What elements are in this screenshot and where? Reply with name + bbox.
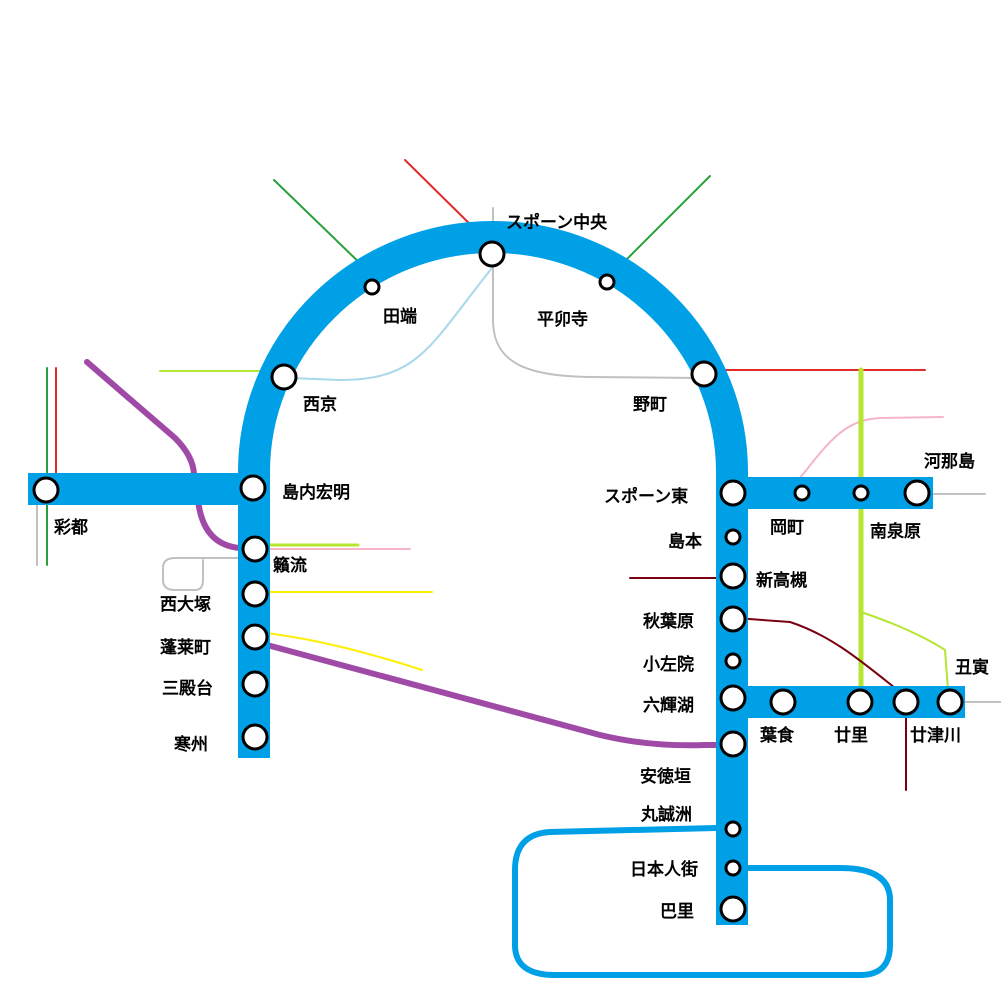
label-kanryu: 籟流: [272, 555, 307, 576]
station-heiranji[interactable]: [598, 273, 616, 291]
station-kanajima[interactable]: [903, 479, 931, 507]
label-saikyo: 西京: [303, 394, 337, 415]
station-horaicho[interactable]: [241, 623, 269, 651]
label-pari: 巴里: [660, 902, 694, 922]
purple-line-upper: [84, 359, 255, 551]
label-nihonjingai: 日本人街: [630, 859, 698, 880]
main-line-loop: [512, 825, 893, 978]
label-nomachi: 野町: [633, 395, 667, 415]
station-kozain[interactable]: [724, 652, 742, 670]
pink-line-okamachi: [799, 416, 944, 479]
label-ushitora: 丑寅: [955, 657, 989, 678]
label-tsuzura: 廿里: [834, 725, 868, 746]
label-heiranji: 平卯寺: [537, 309, 588, 330]
yellow-line-horaicho: [257, 631, 423, 671]
label-rokukiko: 六輝湖: [643, 695, 694, 716]
label-shimauchi-komei: 島内宏明: [282, 482, 350, 503]
label-shin-takatsuki: 新高槻: [756, 570, 807, 591]
station-maruseishu[interactable]: [724, 820, 742, 838]
label-tsuzukawa: 廿津川: [910, 725, 961, 746]
stations: [32, 240, 964, 923]
station-antokugaki[interactable]: [719, 730, 747, 758]
station-minami-izumihara[interactable]: [852, 484, 870, 502]
label-sandendai: 三殿台: [162, 678, 213, 699]
station-shimamoto[interactable]: [724, 528, 742, 546]
label-kanajima: 河那島: [924, 451, 975, 472]
station-sandendai[interactable]: [241, 670, 269, 698]
station-kanshu[interactable]: [241, 723, 269, 751]
label-shimamoto: 島本: [668, 531, 702, 552]
station-okamachi[interactable]: [793, 484, 811, 502]
station-nihonjingai[interactable]: [724, 859, 742, 877]
label-saito: 彩都: [53, 517, 88, 538]
label-nishi-ozuka: 西大塚: [160, 594, 211, 615]
main-line-east-branch-upper: [728, 477, 933, 509]
lightgreen-branch-ushitora: [860, 611, 949, 691]
label-minami-izumihara: 南泉原: [870, 521, 921, 542]
purple-line-lower: [253, 639, 733, 749]
maroon-line-akihabara: [734, 617, 896, 689]
station-pari[interactable]: [719, 895, 747, 923]
main-line-west-branch: [28, 473, 258, 505]
label-horaicho: 蓬莱町: [160, 637, 211, 658]
label-hashoku: 葉食: [759, 725, 795, 746]
station-nomachi[interactable]: [690, 360, 718, 388]
station-spawn-higashi[interactable]: [719, 479, 747, 507]
label-akihabara: 秋葉原: [643, 611, 694, 632]
label-antokugaki: 安徳垣: [640, 766, 691, 787]
green-line-top-right: [615, 175, 711, 271]
label-kanshu: 寒州: [174, 734, 208, 755]
lightblue-line-saikyo: [289, 267, 493, 381]
station-tsuzukawa[interactable]: [892, 688, 920, 716]
gray-line-nomachi: [492, 207, 701, 379]
station-kanryu[interactable]: [241, 535, 269, 563]
label-spawn-chuo: スポーン中央: [506, 212, 608, 233]
station-spawn-chuo[interactable]: [478, 240, 506, 268]
station-ushitora[interactable]: [936, 688, 964, 716]
station-hashoku[interactable]: [769, 688, 797, 716]
station-tabata[interactable]: [363, 278, 381, 296]
station-nishi-ozuka[interactable]: [241, 580, 269, 608]
station-tsuzura[interactable]: [846, 688, 874, 716]
label-maruseishu: 丸誠洲: [640, 804, 692, 825]
label-kozain: 小左院: [643, 654, 694, 675]
label-spawn-higashi: スポーン東: [604, 486, 688, 507]
green-line-top-left: [273, 179, 368, 271]
station-shin-takatsuki[interactable]: [719, 562, 747, 590]
station-labels: スポーン中央 田端 平卯寺 西京 野町 島内宏明 彩都 籟流 西大塚 蓬莱町 三…: [53, 212, 989, 922]
gray-loop-nishi-ozuka: [162, 557, 251, 591]
station-saikyo[interactable]: [270, 363, 298, 391]
station-akihabara[interactable]: [719, 605, 747, 633]
station-rokukiko[interactable]: [719, 684, 747, 712]
label-okamachi: 岡町: [770, 518, 804, 538]
station-saito[interactable]: [32, 476, 60, 504]
label-tabata: 田端: [383, 306, 417, 327]
station-shimauchi-komei[interactable]: [239, 474, 267, 502]
